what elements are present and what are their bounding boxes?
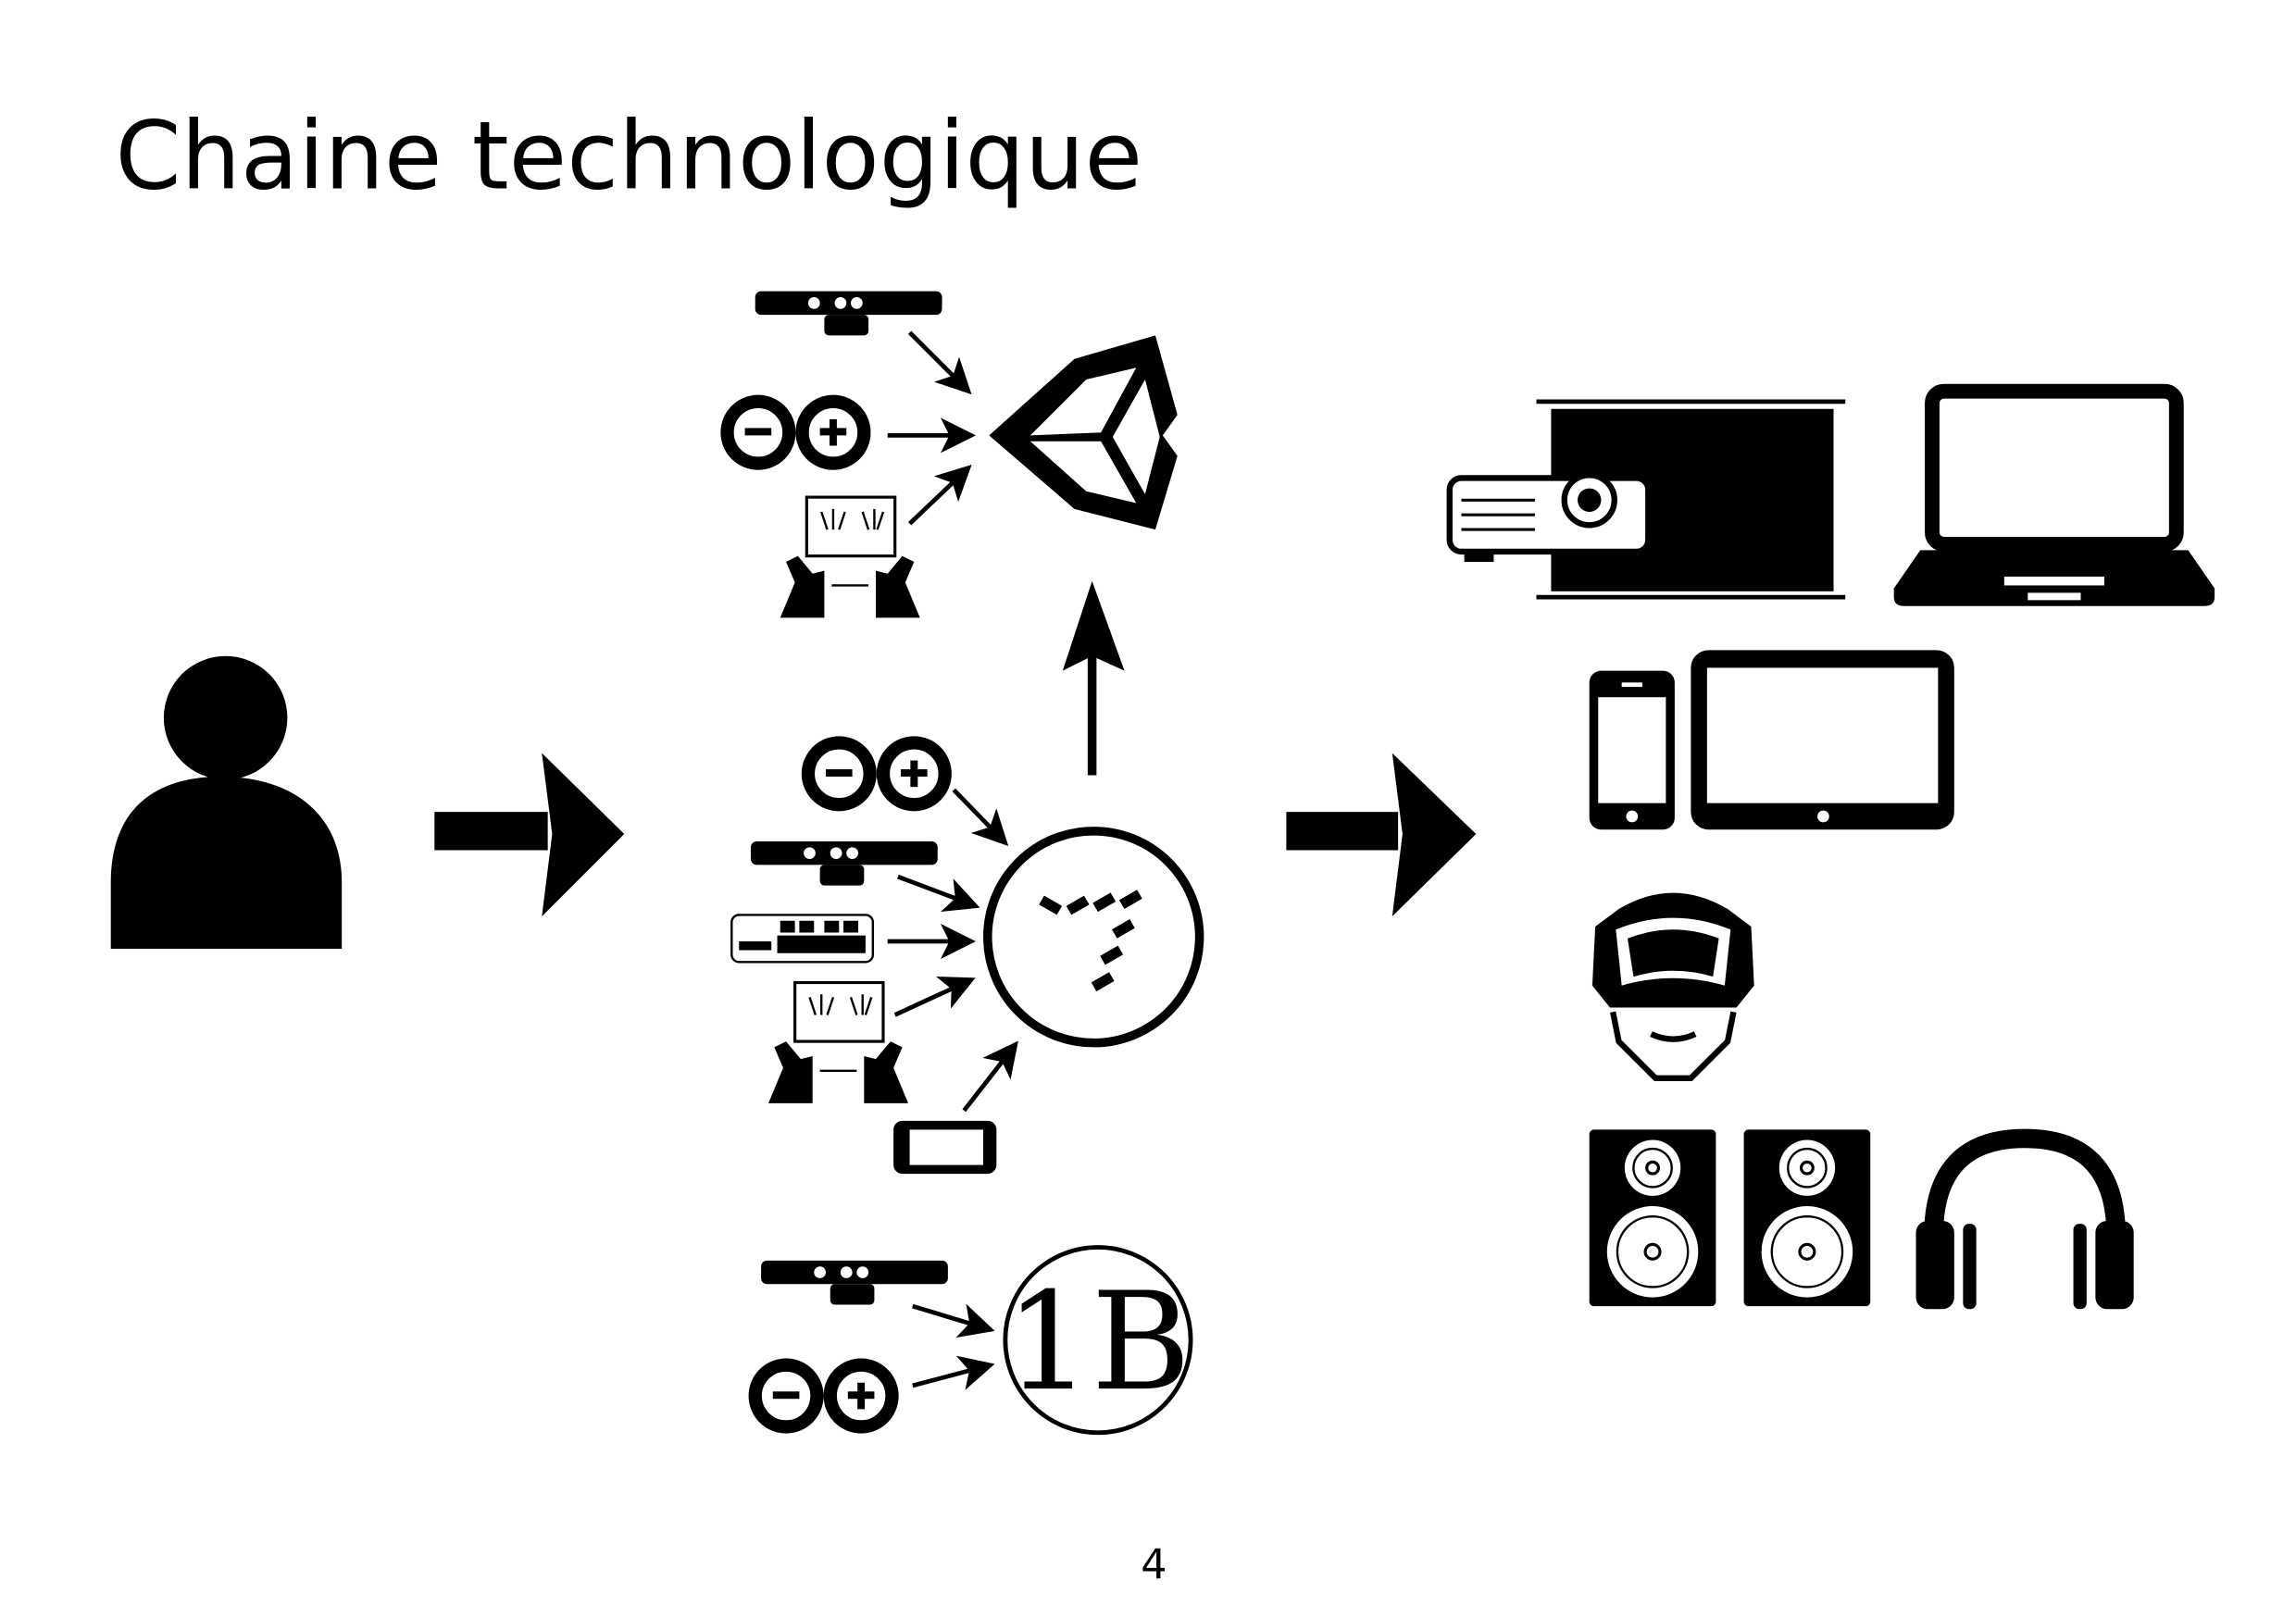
leap-motion-icon [767,980,910,1105]
kinect-icon [761,1260,948,1305]
arrow-right-icon [434,753,625,917]
person-icon [110,655,343,949]
unity-logo [989,335,1178,530]
input-arrows [887,788,1018,1113]
kinect-icon [755,291,942,336]
input-arrows [912,1303,995,1390]
leap-motion-icon [779,495,922,620]
page-number: 4 [1141,1541,1167,1588]
arduino-icon [755,1365,892,1427]
arduino-icon [808,742,945,804]
tablet-icon [1691,650,1954,830]
smartphone-icon [893,1120,997,1175]
input-arrows [887,330,977,526]
max-msp-logo [983,827,1204,1048]
speaker-icon [1743,1129,1871,1307]
phone-icon [1589,670,1675,830]
vr-headset-icon [1591,892,1754,1081]
arrow-right-icon [1286,753,1477,917]
arrow-up-icon [1062,580,1125,776]
laptop-icon [1893,383,2215,606]
slide-title: Chaine technologique [115,101,1142,210]
arduino-icon [728,402,865,464]
midi-keyboard-icon [730,914,875,964]
processing-logo-text: 1B [1005,1263,1191,1421]
projector-icon [1446,472,1652,563]
headphones-icon [1915,1128,2134,1310]
speaker-icon [1589,1129,1716,1307]
processing-logo: 1B [1003,1245,1193,1436]
